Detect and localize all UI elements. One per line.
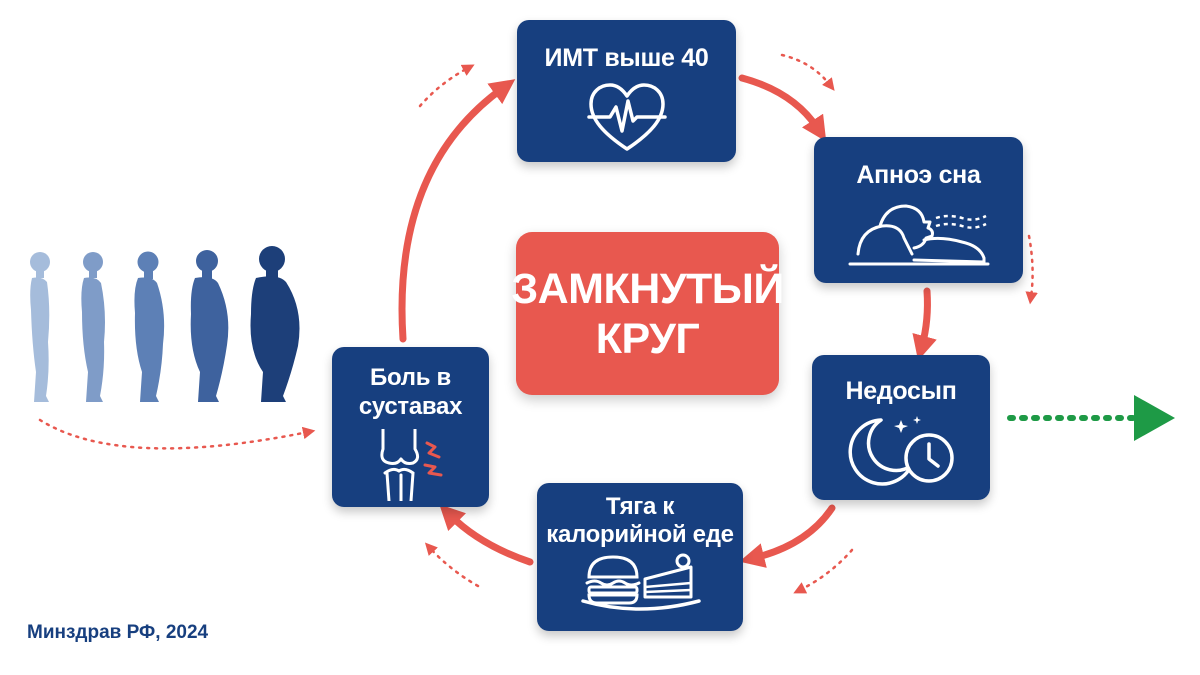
node-food-label: Тяга к калорийной еде xyxy=(546,493,734,548)
moon-clock-icon xyxy=(848,416,954,486)
source-note: Минздрав РФ, 2024 xyxy=(27,622,209,643)
silhouette-5 xyxy=(250,246,300,402)
silhouette-4 xyxy=(190,250,229,402)
node-sleep-label: Недосып xyxy=(845,377,957,405)
node-pain-label: Боль в суставах xyxy=(358,364,463,420)
arrow-sleep-to-food xyxy=(739,504,836,568)
heart-pulse-icon xyxy=(586,83,667,151)
arrow-pain-to-bmi xyxy=(398,79,516,343)
node-sleep: Недосып xyxy=(812,355,990,500)
burger-cake-icon xyxy=(581,553,701,611)
dotted-arrow-bottom-right xyxy=(793,548,854,594)
node-apnea: Апноэ сна xyxy=(814,137,1023,283)
node-apnea-label: Апноэ сна xyxy=(856,161,981,189)
exit-arrow xyxy=(1007,395,1175,441)
silhouette-2 xyxy=(81,252,105,402)
silhouette-1 xyxy=(30,252,50,402)
node-food: Тяга к калорийной еде xyxy=(537,483,743,631)
dotted-arrow-silhouettes-to-pain xyxy=(38,418,316,450)
knee-joint-icon xyxy=(379,429,442,501)
arrow-food-to-pain xyxy=(439,504,534,566)
node-bmi-label: ИМТ выше 40 xyxy=(544,44,709,72)
dotted-arrow-top-left xyxy=(418,64,475,108)
dotted-arrow-bottom-left xyxy=(424,542,480,588)
center-box: ЗАМКНУТЫЙ КРУГ xyxy=(511,232,784,395)
body-silhouette-progression-icon xyxy=(30,246,300,402)
node-pain: Боль в суставах xyxy=(332,347,489,507)
sleeping-person-icon xyxy=(848,204,989,266)
arrow-bmi-to-apnea xyxy=(738,74,827,142)
node-bmi: ИМТ выше 40 xyxy=(517,20,736,162)
center-title: ЗАМКНУТЫЙ КРУГ xyxy=(511,264,784,363)
dotted-arrow-right xyxy=(1025,234,1038,305)
arrow-apnea-to-sleep xyxy=(912,287,937,361)
dotted-arrow-top-right xyxy=(780,53,835,91)
silhouette-3 xyxy=(134,251,165,402)
